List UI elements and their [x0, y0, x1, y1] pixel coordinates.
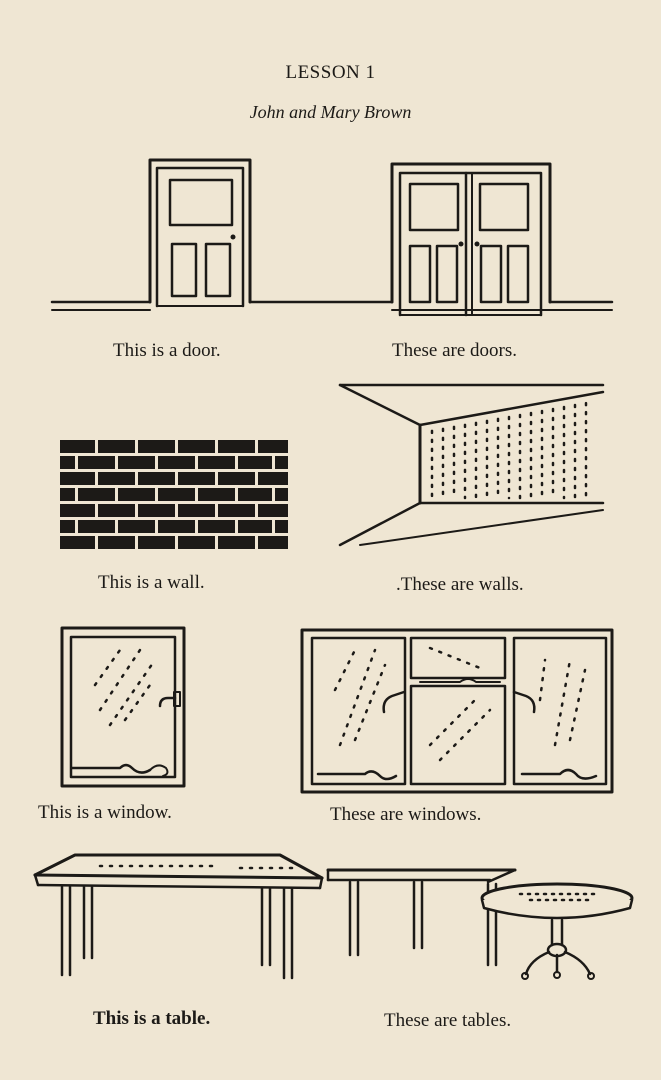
caption-walls: .These are walls. — [396, 574, 524, 595]
caption-doors: These are doors. — [392, 340, 518, 361]
caption-windows: These are windows. — [330, 804, 482, 825]
room-corner-walls-illustration — [338, 383, 605, 547]
single-door-illustration — [50, 158, 394, 311]
double-doors-illustration — [390, 162, 614, 317]
single-window-illustration — [60, 626, 186, 788]
brick-wall-illustration — [60, 440, 288, 552]
caption-tables: These are tables. — [384, 1010, 512, 1031]
two-tables-illustration — [326, 868, 634, 980]
caption-wall: This is a wall. — [98, 572, 205, 593]
lesson-subtitle: John and Mary Brown — [249, 102, 412, 122]
caption-table: This is a table. — [93, 1008, 211, 1029]
lesson-title: LESSON 1 — [285, 62, 376, 83]
single-table-illustration — [33, 853, 324, 980]
triple-windows-illustration — [300, 628, 614, 794]
caption-window: This is a window. — [38, 802, 172, 823]
caption-door: This is a door. — [113, 340, 221, 361]
